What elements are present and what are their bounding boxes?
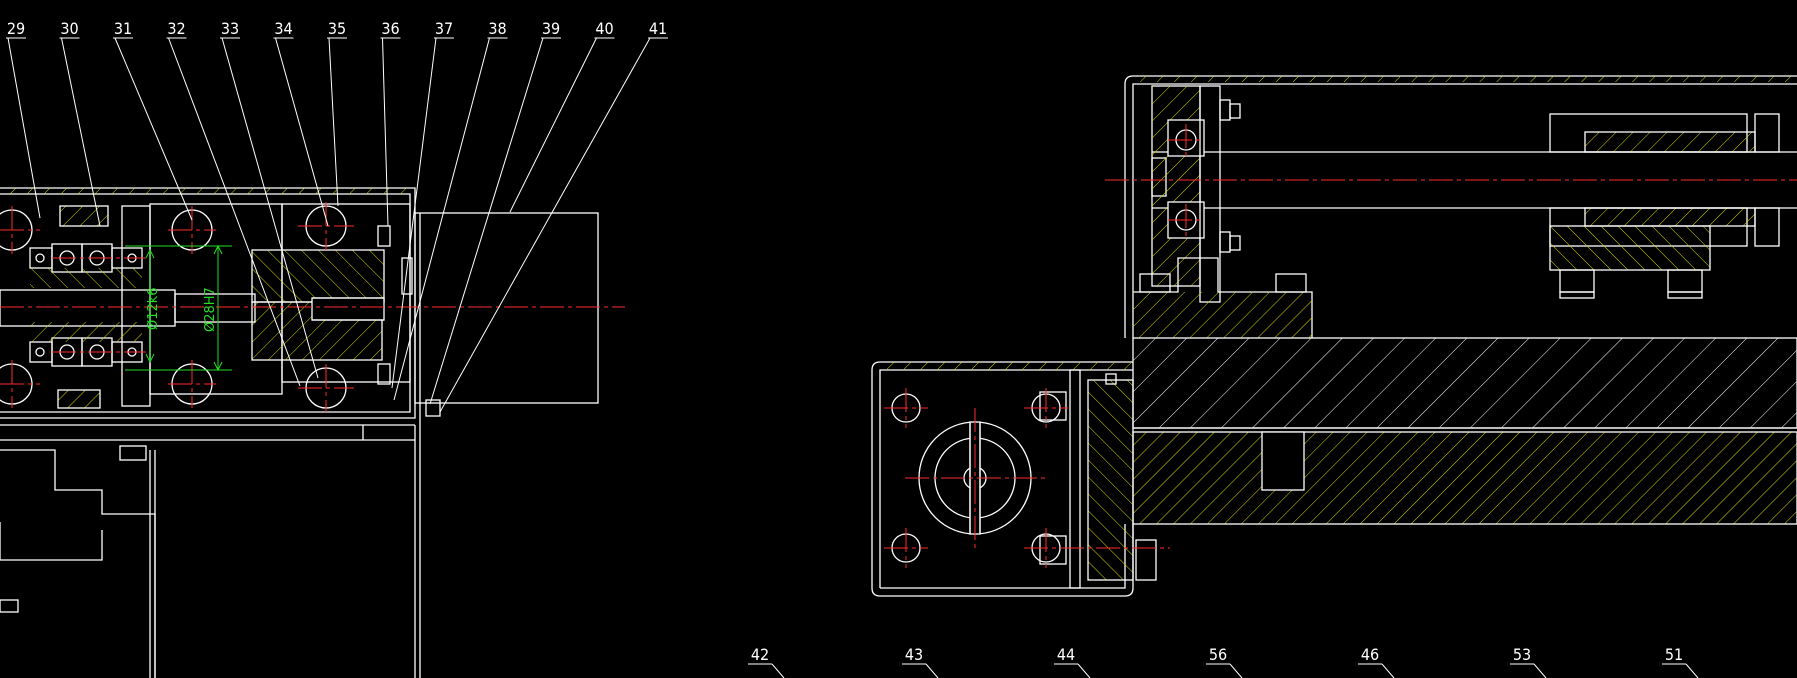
balloon-32: 32 — [167, 19, 185, 38]
balloon-46: 46 — [1361, 645, 1379, 664]
dimension-large-bore: Ø28H7 — [203, 287, 218, 332]
balloon-33: 33 — [221, 19, 239, 38]
balloon-30: 30 — [60, 19, 78, 38]
balloon-35: 35 — [328, 19, 346, 38]
balloon-40: 40 — [595, 19, 613, 38]
balloon-labels-top: 29 30 31 32 33 34 35 36 37 38 39 40 41 — [7, 19, 667, 38]
leader-lines-bottom — [748, 663, 1699, 678]
leader-lines-top — [6, 37, 668, 413]
balloon-42: 42 — [751, 645, 769, 664]
balloon-43: 43 — [905, 645, 923, 664]
balloon-51: 51 — [1665, 645, 1683, 664]
balloon-53: 53 — [1513, 645, 1531, 664]
balloon-56: 56 — [1209, 645, 1227, 664]
balloon-37: 37 — [435, 19, 453, 38]
balloon-39: 39 — [542, 19, 560, 38]
dimension-small-bore: Ø12k6 — [146, 287, 161, 330]
centerlines-left — [0, 202, 625, 412]
balloon-44: 44 — [1057, 645, 1075, 664]
balloon-36: 36 — [381, 19, 399, 38]
balloon-31: 31 — [114, 19, 132, 38]
dimensions — [125, 244, 232, 372]
balloon-41: 41 — [649, 19, 667, 38]
balloon-38: 38 — [488, 19, 506, 38]
right-section-view — [871, 75, 1797, 597]
centerlines-right — [884, 124, 1797, 568]
balloon-labels-bottom: 42 43 44 56 46 53 51 — [751, 645, 1683, 664]
left-section-view — [0, 187, 599, 678]
balloon-29: 29 — [7, 19, 25, 38]
balloon-34: 34 — [274, 19, 292, 38]
